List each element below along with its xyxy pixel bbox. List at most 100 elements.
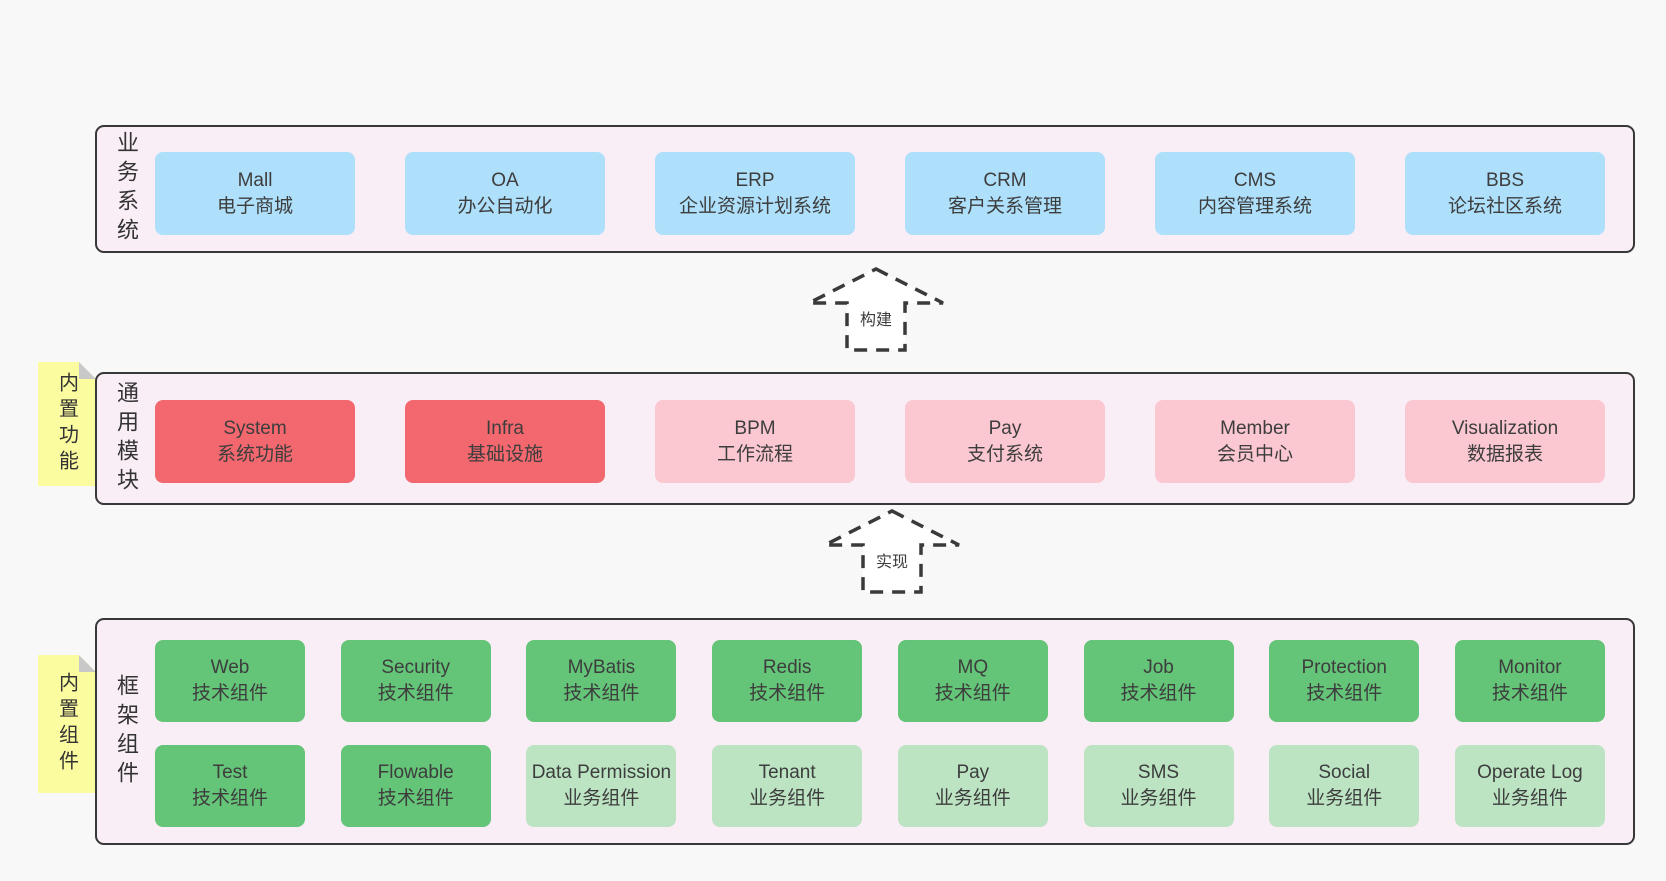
card-desc: 客户关系管理 <box>947 195 1062 217</box>
card-visualization: Visualization 数据报表 <box>1405 400 1605 483</box>
band-side-label: 框架组件 <box>114 673 139 790</box>
card-name: Monitor <box>1498 657 1562 678</box>
card-name: Web <box>210 657 250 678</box>
card-mall: Mall 电子商城 <box>155 152 355 235</box>
card-name: Visualization <box>1451 417 1559 439</box>
arrow-build: 构建 <box>806 266 946 354</box>
card-name: BPM <box>734 417 776 439</box>
card-desc: 电子商城 <box>216 195 293 217</box>
card-pay: Pay 业务组件 <box>897 745 1048 827</box>
card-bpm: BPM 工作流程 <box>655 400 855 483</box>
card-name: Data Permission <box>531 762 672 783</box>
card-desc: 技术组件 <box>1491 683 1568 704</box>
card-desc: 业务组件 <box>934 788 1011 809</box>
card-name: ERP <box>735 169 775 191</box>
card-name: BBS <box>1485 169 1525 191</box>
card-pay: Pay 支付系统 <box>905 400 1105 483</box>
card-name: Pay <box>956 762 990 783</box>
card-erp: ERP 企业资源计划系统 <box>655 152 855 235</box>
card-name: Job <box>1143 657 1174 678</box>
card-desc: 会员中心 <box>1216 443 1293 465</box>
card-row: Mall 电子商城 OA 办公自动化 ERP 企业资源计划系统 CRM 客户关系管理 CMS 内容… <box>155 152 1605 235</box>
folded-corner-icon <box>79 362 96 379</box>
card-desc: 技术组件 <box>191 788 268 809</box>
card-desc: 技术组件 <box>934 683 1011 704</box>
card-desc: 数据报表 <box>1466 443 1543 465</box>
sticky-note-builtin-components: 内置组件 <box>38 655 96 793</box>
card-name: Flowable <box>377 762 454 783</box>
card-name: Mall <box>237 169 273 191</box>
card-tenant: Tenant 业务组件 <box>712 745 863 827</box>
card-name: Protection <box>1301 657 1387 678</box>
band-business-systems: 业务系统 Mall 电子商城 OA 办公自动化 ERP 企业资源计划系统 CRM 客户关系管理… <box>95 125 1635 253</box>
card-name: Tenant <box>758 762 816 783</box>
card-name: SMS <box>1137 762 1180 783</box>
card-row: System 系统功能 Infra 基础设施 BPM 工作流程 Pay 支付系统 Member 会… <box>155 400 1605 483</box>
card-desc: 技术组件 <box>1306 683 1383 704</box>
arrow-implement: 实现 <box>822 508 962 596</box>
card-desc: 业务组件 <box>749 788 826 809</box>
card-desc: 业务组件 <box>1491 788 1568 809</box>
card-monitor: Monitor 技术组件 <box>1454 640 1605 722</box>
card-name: Member <box>1220 417 1290 439</box>
card-desc: 内容管理系统 <box>1197 195 1312 217</box>
arrow-label: 构建 <box>856 306 896 330</box>
sticky-note-builtin-features: 内置功能 <box>38 362 96 486</box>
card-web: Web 技术组件 <box>155 640 305 722</box>
card-name: MQ <box>957 657 989 678</box>
card-name: Social <box>1318 762 1371 783</box>
card-crm: CRM 客户关系管理 <box>905 152 1105 235</box>
card-name: Security <box>381 657 451 678</box>
card-name: CRM <box>983 169 1027 191</box>
card-name: Pay <box>988 417 1022 439</box>
card-desc: 企业资源计划系统 <box>678 195 831 217</box>
card-desc: 技术组件 <box>563 683 640 704</box>
band-side-label: 业务系统 <box>114 131 139 247</box>
sticky-note-label: 内置功能 <box>55 372 78 476</box>
card-mybatis: MyBatis 技术组件 <box>526 640 677 722</box>
card-name: OA <box>491 169 519 191</box>
sticky-note-label: 内置组件 <box>55 672 78 776</box>
card-desc: 业务组件 <box>1120 788 1197 809</box>
card-desc: 工作流程 <box>716 443 793 465</box>
card-desc: 支付系统 <box>966 443 1043 465</box>
card-name: CMS <box>1233 169 1277 191</box>
card-desc: 论坛社区系统 <box>1447 195 1562 217</box>
card-bbs: BBS 论坛社区系统 <box>1405 152 1605 235</box>
card-name: Redis <box>762 657 812 678</box>
card-desc: 技术组件 <box>191 683 268 704</box>
band-common-modules: 通用模块 System 系统功能 Infra 基础设施 BPM 工作流程 Pay 支付系统 Me… <box>95 372 1635 505</box>
card-sms: SMS 业务组件 <box>1083 745 1234 827</box>
card-name: Operate Log <box>1477 762 1583 783</box>
card-desc: 基础设施 <box>466 443 543 465</box>
card-system: System 系统功能 <box>155 400 355 483</box>
card-desc: 技术组件 <box>749 683 826 704</box>
card-test: Test 技术组件 <box>155 745 305 827</box>
card-name: MyBatis <box>567 657 636 678</box>
card-desc: 系统功能 <box>216 443 293 465</box>
card-protection: Protection 技术组件 <box>1269 640 1420 722</box>
card-oa: OA 办公自动化 <box>405 152 605 235</box>
card-cms: CMS 内容管理系统 <box>1155 152 1355 235</box>
band-side-label: 通用模块 <box>114 380 139 497</box>
card-desc: 技术组件 <box>377 683 454 704</box>
card-desc: 办公自动化 <box>457 195 553 217</box>
card-mq: MQ 技术组件 <box>897 640 1048 722</box>
card-redis: Redis 技术组件 <box>712 640 863 722</box>
card-member: Member 会员中心 <box>1155 400 1355 483</box>
arrow-label: 实现 <box>872 548 912 572</box>
card-name: System <box>223 417 287 439</box>
card-name: Test <box>212 762 248 783</box>
card-social: Social 业务组件 <box>1269 745 1420 827</box>
card-infra: Infra 基础设施 <box>405 400 605 483</box>
card-name: Infra <box>485 417 525 439</box>
card-desc: 业务组件 <box>563 788 640 809</box>
card-desc: 业务组件 <box>1306 788 1383 809</box>
card-data-permission: Data Permission 业务组件 <box>526 745 677 827</box>
